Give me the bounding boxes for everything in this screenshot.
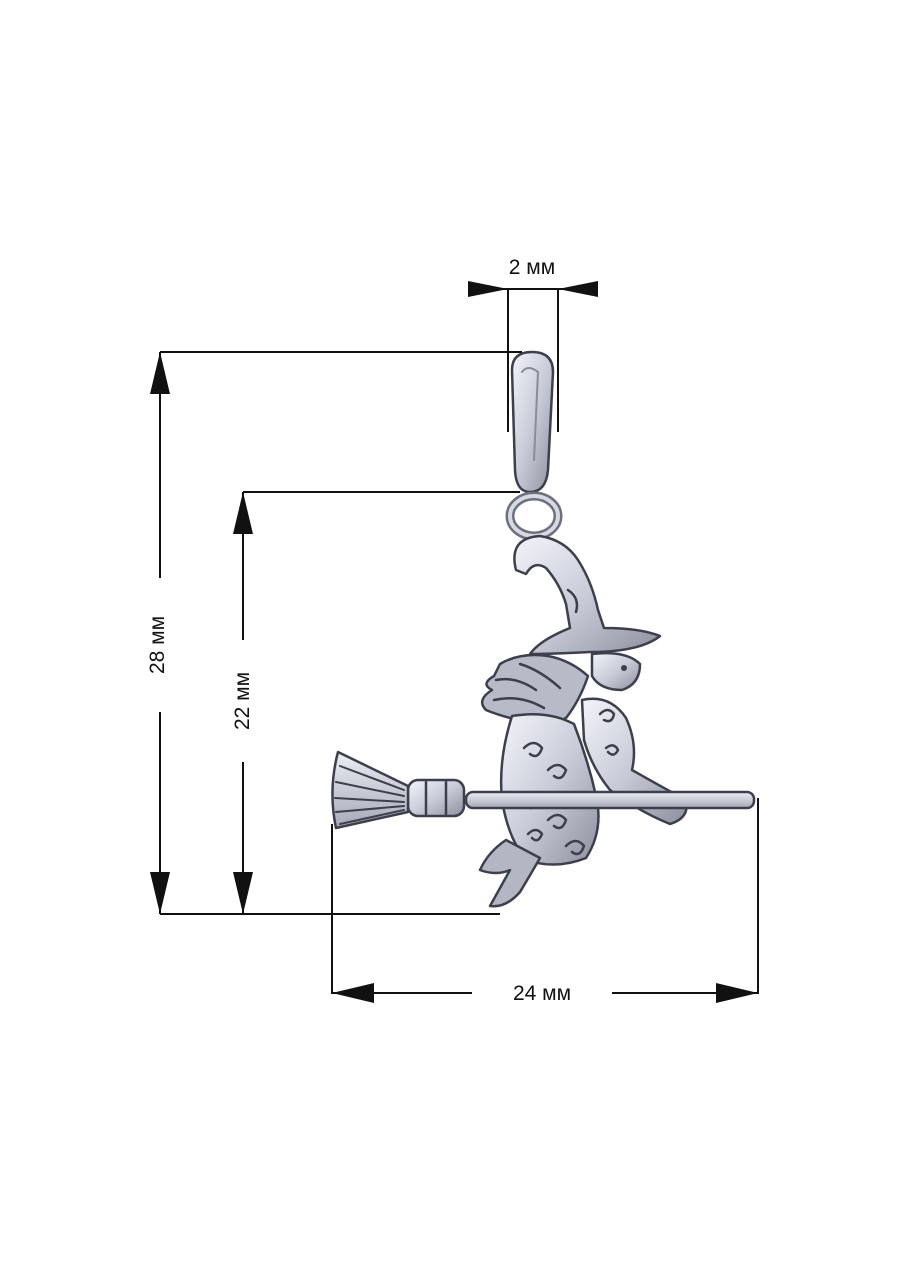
broom-binding bbox=[406, 778, 466, 818]
broom-stick bbox=[464, 790, 756, 810]
dimension-label-2mm: 2 мм bbox=[509, 256, 555, 279]
dimension-label-24mm: 24 мм bbox=[513, 982, 571, 1005]
arrow-2mm-right bbox=[558, 281, 598, 297]
witch-legs bbox=[478, 838, 542, 908]
witch-hat bbox=[513, 534, 662, 656]
arrow-24mm-left bbox=[332, 983, 374, 1003]
dimension-lines bbox=[150, 281, 759, 1003]
arrow-22mm-bottom bbox=[233, 872, 253, 914]
arrow-24mm-right bbox=[716, 983, 758, 1003]
pendant-bail bbox=[510, 350, 555, 494]
dimension-label-22mm: 22 мм bbox=[231, 672, 254, 730]
witch-pendant-image bbox=[331, 350, 756, 908]
arrow-22mm-top bbox=[233, 492, 253, 534]
arrow-2mm-left bbox=[468, 281, 508, 297]
arrow-28mm-top bbox=[150, 352, 170, 394]
witch-face bbox=[590, 651, 642, 692]
arrow-28mm-bottom bbox=[150, 872, 170, 914]
dimension-label-28mm: 28 мм bbox=[146, 616, 169, 674]
